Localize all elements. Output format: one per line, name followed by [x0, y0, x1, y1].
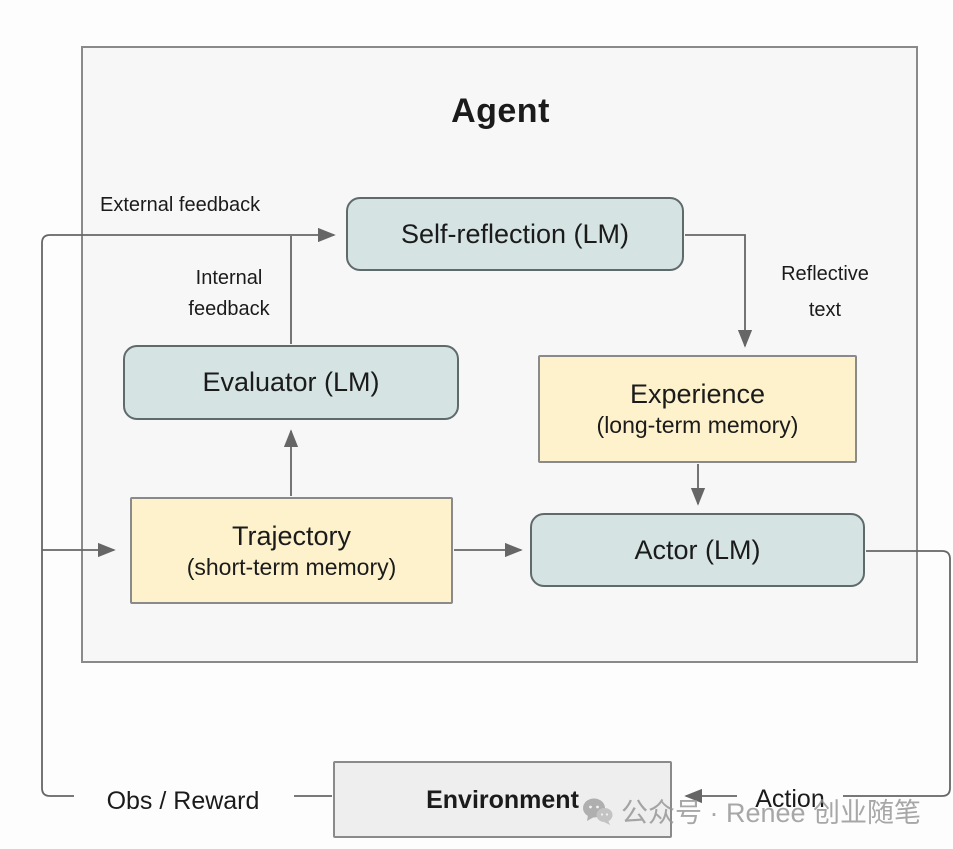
edge-self-reflection-to-experience — [685, 234, 753, 348]
node-trajectory-label: Trajectory — [231, 520, 352, 551]
node-actor: Actor (LM) — [530, 513, 865, 587]
node-self-reflection-label: Self-reflection (LM) — [400, 218, 630, 249]
node-self-reflection: Self-reflection (LM) — [346, 197, 684, 271]
node-evaluator: Evaluator (LM) — [123, 345, 459, 420]
watermark: 公众号 · Renee 创业随笔 — [580, 791, 921, 830]
node-experience: Experience (long-term memory) — [538, 355, 857, 463]
chat-bubbles-icon — [583, 798, 613, 825]
node-experience-label: Experience — [629, 379, 766, 409]
node-environment: Environment — [333, 761, 672, 838]
watermark-text: 公众号 · Renee 创业随笔 — [621, 798, 922, 828]
node-actor-label: Actor (LM) — [634, 534, 761, 565]
edge-env-to-self-reflection — [41, 227, 336, 797]
node-trajectory: Trajectory (short-term memory) — [130, 497, 453, 604]
agent-title: Agent — [451, 92, 550, 130]
label-obs-reward: Obs / Reward — [78, 782, 288, 821]
node-experience-sublabel: (long-term memory) — [596, 412, 799, 439]
label-action: Action — [737, 780, 843, 819]
label-internal-feedback: Internal feedback — [188, 267, 270, 320]
edge-actor-to-environment — [684, 550, 951, 804]
label-external-feedback: External feedback — [100, 194, 261, 216]
label-reflective-text: Reflective text — [781, 263, 869, 321]
node-environment-label: Environment — [426, 785, 579, 814]
node-evaluator-label: Evaluator (LM) — [202, 367, 380, 398]
node-trajectory-sublabel: (short-term memory) — [186, 553, 397, 580]
